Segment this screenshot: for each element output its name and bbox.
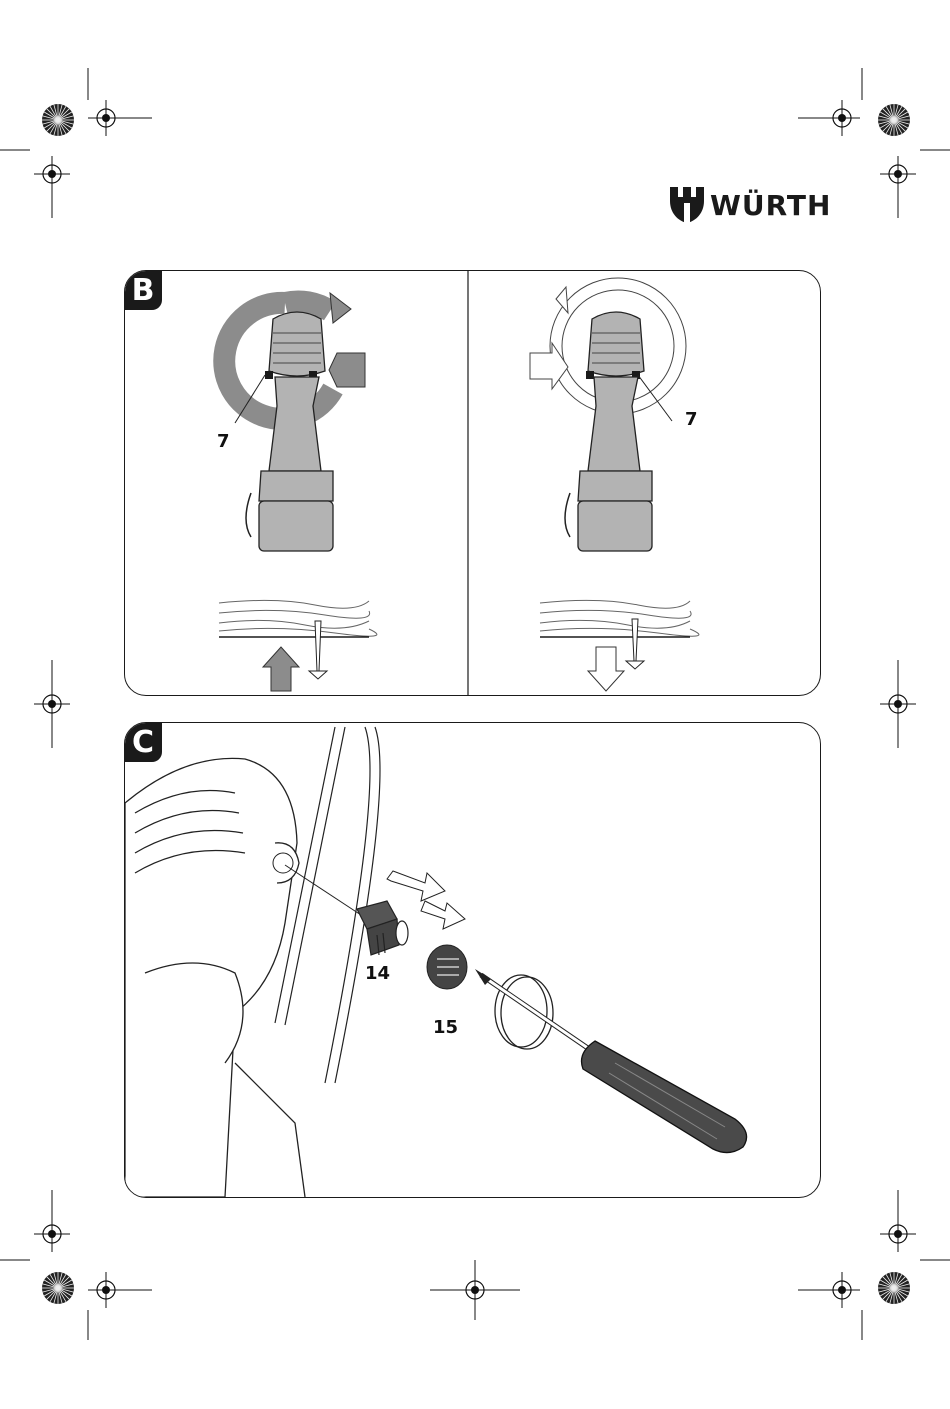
crosshair-mark xyxy=(34,686,70,722)
crosshair-mark xyxy=(880,1216,916,1252)
brand-name: WÜRTH xyxy=(710,189,831,222)
panel-c: C xyxy=(124,722,821,1198)
starburst-target xyxy=(878,104,910,136)
starburst-target xyxy=(878,1272,910,1304)
brush-replacement-illustration xyxy=(125,723,820,1197)
crosshair-mark xyxy=(88,1272,124,1308)
crosshair-mark xyxy=(824,1272,860,1308)
callout-7-right: 7 xyxy=(685,409,698,430)
crosshair-mark xyxy=(88,100,124,136)
panel-b: B 7 xyxy=(124,270,821,696)
crosshair-mark xyxy=(457,1272,493,1308)
crosshair-mark xyxy=(824,100,860,136)
wurth-logo-icon xyxy=(670,187,704,223)
callout-15: 15 xyxy=(433,1017,458,1038)
crosshair-mark xyxy=(34,1216,70,1252)
crosshair-mark xyxy=(34,156,70,192)
starburst-target xyxy=(42,1272,74,1304)
crosshair-mark xyxy=(880,686,916,722)
callout-7-left: 7 xyxy=(217,431,230,452)
callout-14: 14 xyxy=(365,963,390,984)
drill-reverse-illustration xyxy=(468,271,818,695)
wurth-logo: WÜRTH xyxy=(670,186,831,224)
crosshair-mark xyxy=(880,156,916,192)
drill-forward-illustration xyxy=(125,271,465,695)
starburst-target xyxy=(42,104,74,136)
